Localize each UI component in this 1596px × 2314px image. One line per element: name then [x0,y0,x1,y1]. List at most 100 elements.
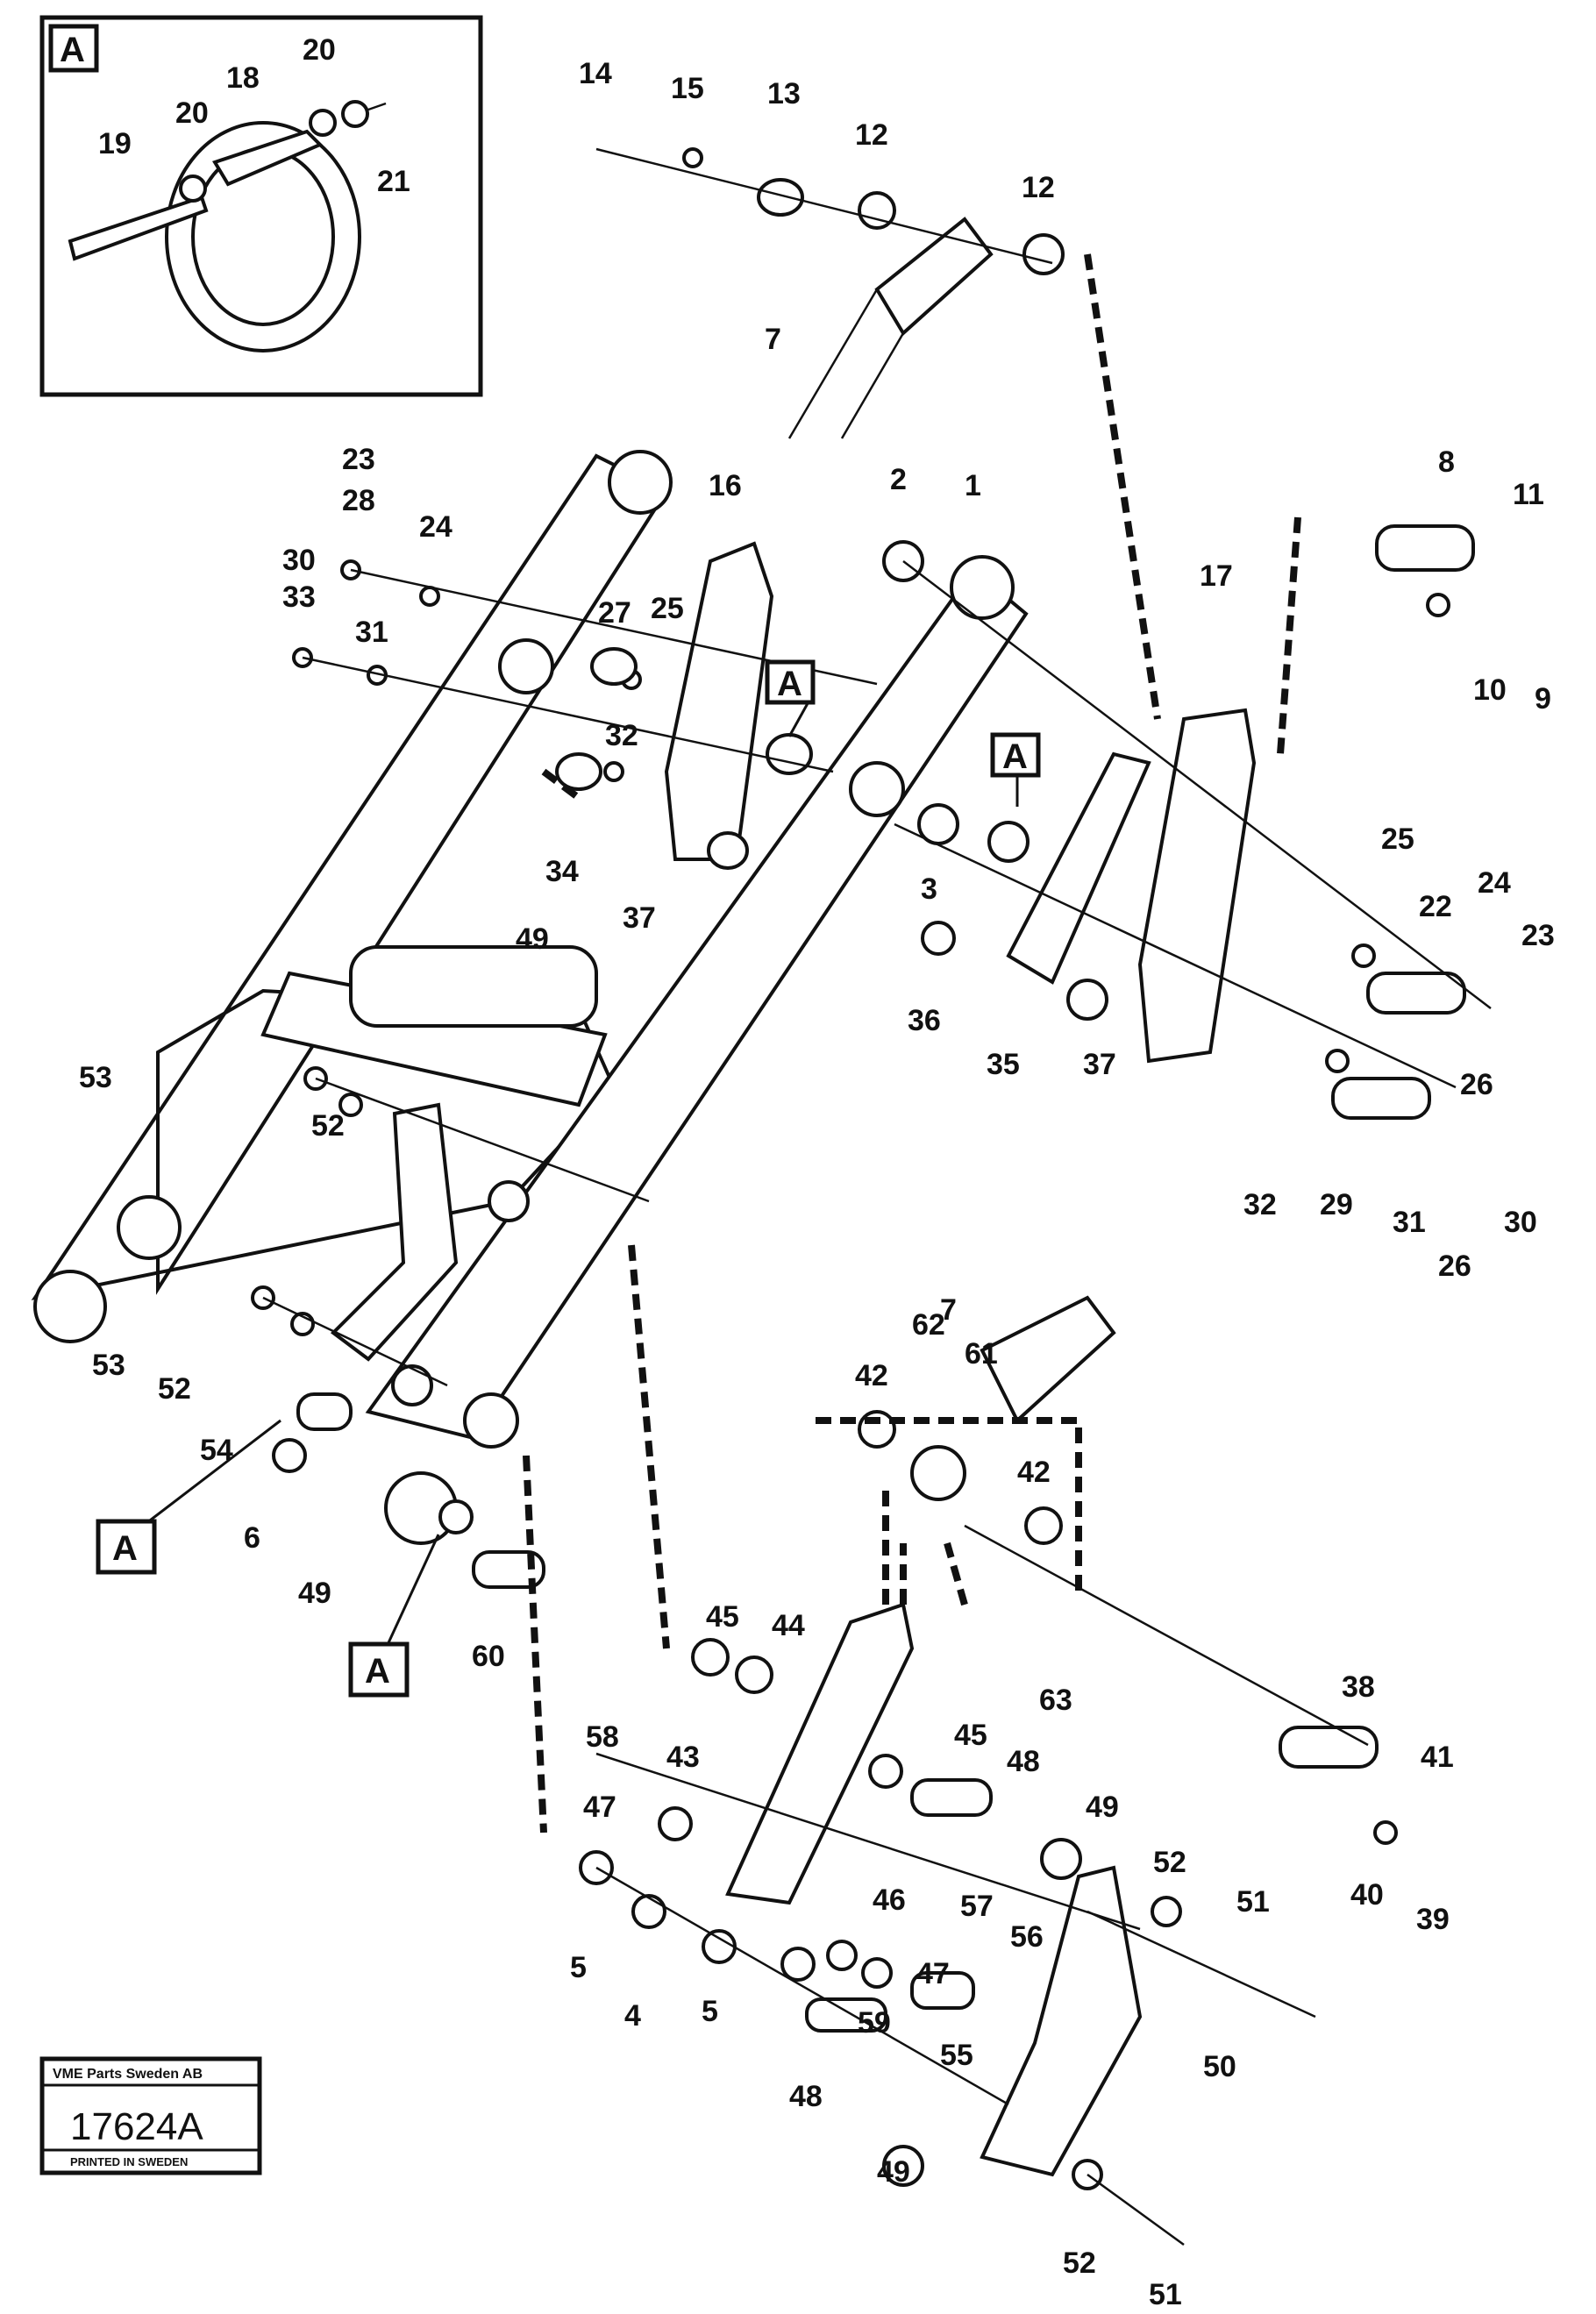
link-35 [1006,751,1151,985]
part-label: 24 [419,510,452,544]
part-label: 52 [1063,2246,1096,2280]
part-label: 52 [311,1109,345,1143]
part-label: 5 [570,1951,587,1984]
part-label: 44 [772,1609,805,1642]
lever-17 [1137,708,1257,1064]
part-label: 48 [1007,1745,1040,1778]
part-label: 35 [987,1048,1020,1081]
part-label: 55 [940,2039,973,2072]
part-label: 7 [765,323,781,356]
stamp-printed: PRINTED IN SWEDEN [70,2155,188,2168]
lift-arm-frame [31,450,1029,1545]
ref-marker-3-label: A [112,1529,138,1568]
part-label: 8 [1438,445,1455,479]
ref-marker-1-label: A [777,665,802,703]
part-label: 22 [1419,890,1452,923]
part-label: 31 [355,616,388,649]
part-label: 51 [1236,1885,1270,1919]
dashed-assembly-lines [523,253,1301,1833]
part-label: 6 [244,1521,260,1555]
part-label: 53 [92,1349,125,1382]
part-label: 25 [651,592,684,625]
part-label: 17 [1200,559,1233,593]
part-label: 13 [767,77,801,110]
part-label: 23 [342,443,375,476]
part-label: 52 [158,1372,191,1406]
part-label: 32 [1243,1188,1277,1221]
part-label: 54 [200,1434,233,1467]
part-number-labels: 1 2 3 4 5 5 6 7 7 8 9 10 11 12 12 13 14 … [79,33,1555,2311]
part-label: 31 [1393,1206,1426,1239]
part-label: 32 [605,719,638,752]
lever-16 [664,541,774,861]
part-label: 12 [1022,171,1055,204]
part-label: 49 [516,922,549,956]
part-label: 30 [282,544,316,577]
part-label: 20 [175,96,209,130]
part-label: 57 [960,1890,994,1923]
part-label: 40 [1350,1878,1384,1912]
axis-lines [262,147,1492,2246]
part-label: 48 [789,2080,823,2113]
part-label: 49 [1086,1791,1119,1824]
cylinder-bottom [910,1295,1116,1501]
part-label: 58 [586,1720,619,1754]
ref-marker-4: A [348,1641,410,1698]
part-label: 3 [921,872,937,906]
ref-marker-3: A [96,1519,157,1575]
small-parts [251,147,1475,2190]
part-label: 33 [282,580,316,614]
part-label: 43 [666,1741,700,1774]
part-label: 63 [1039,1684,1072,1717]
part-label: 24 [1478,866,1511,900]
part-label: 4 [624,1999,641,2033]
part-label: 37 [1083,1048,1116,1081]
part-label: 11 [1513,478,1544,511]
ref-marker-4-label: A [365,1652,390,1691]
ref-marker-2-label: A [1002,737,1028,776]
part-label: 18 [226,61,260,95]
part-label: 59 [858,2006,891,2040]
part-label: 61 [965,1337,998,1371]
part-label: 45 [706,1600,739,1634]
part-label: 26 [1460,1068,1493,1101]
cylinder-top [787,217,994,439]
bracket-50 [980,1865,1143,2177]
part-label: 36 [908,1004,941,1037]
part-label: 30 [1504,1206,1537,1239]
part-label: 34 [545,855,579,888]
part-label: 2 [890,463,907,496]
part-label: 42 [855,1359,888,1392]
part-label: 51 [1149,2278,1182,2311]
stamp-number: 17624A [70,2105,203,2148]
part-label: 19 [98,127,132,160]
part-label: 20 [303,33,336,67]
part-label: 42 [1017,1456,1051,1489]
part-label: 14 [579,57,612,90]
part-label: 45 [954,1719,987,1752]
part-label: 38 [1342,1670,1375,1704]
part-label: 49 [877,2155,910,2189]
part-label: 9 [1535,682,1551,716]
vme-stamp: VME Parts Sweden AB 17624A PRINTED IN SW… [39,2056,262,2175]
part-label: 15 [671,72,704,105]
part-label: 56 [1010,1920,1044,1954]
part-label: 27 [598,596,631,630]
part-label: 47 [916,1957,950,1990]
part-label: 23 [1521,919,1555,952]
bracket-54 [330,1102,459,1362]
part-label: 37 [623,901,656,935]
part-label: 21 [377,165,410,198]
part-label: 5 [702,1995,718,2028]
part-label: 50 [1203,2050,1236,2083]
part-label: 12 [855,118,888,152]
inset-marker-label: A [60,31,85,69]
inset-detail-a: A [39,15,483,397]
part-label: 16 [709,469,742,502]
part-label: 49 [298,1577,331,1610]
part-label: 53 [79,1061,112,1094]
part-label: 41 [1421,1741,1454,1774]
ref-marker-2: A [990,732,1041,778]
part-label: 26 [1438,1250,1471,1283]
